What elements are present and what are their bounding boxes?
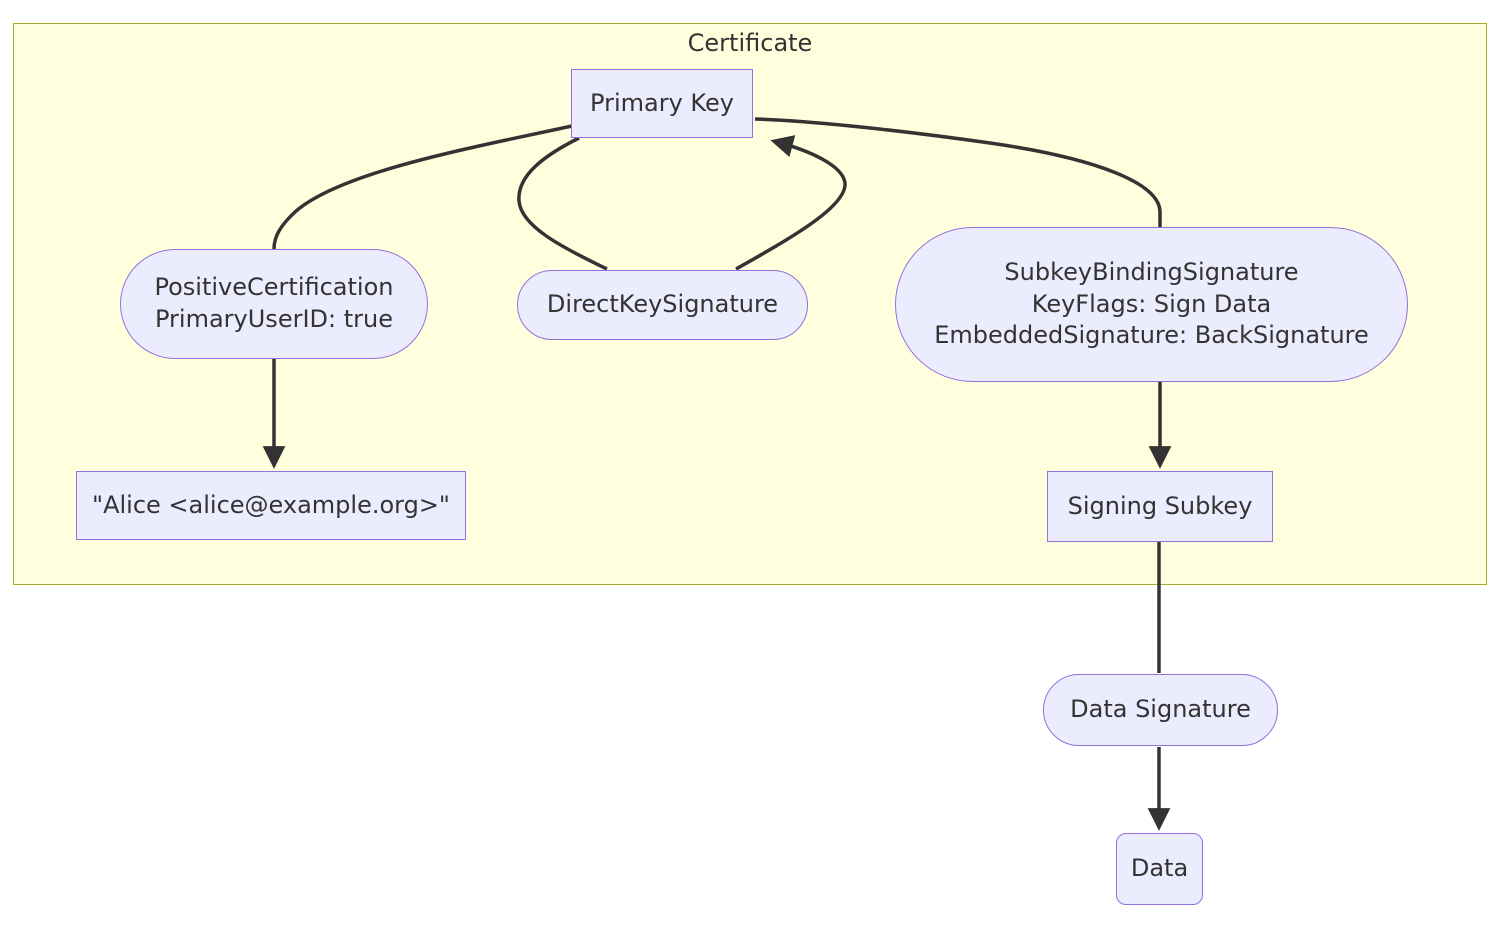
- node-positive-certification-line-1: PositiveCertification: [154, 273, 394, 302]
- node-data: Data: [1116, 833, 1203, 905]
- node-user-id: "Alice <alice@example.org>": [76, 471, 466, 540]
- node-primary-key: Primary Key: [571, 69, 753, 138]
- node-direct-key-signature: DirectKeySignature: [517, 270, 808, 340]
- node-positive-certification-line-2: PrimaryUserID: true: [155, 305, 393, 333]
- node-subkey-binding-signature: SubkeyBindingSignature KeyFlags: Sign Da…: [895, 227, 1408, 382]
- node-signing-subkey: Signing Subkey: [1047, 471, 1273, 542]
- node-user-id-label: "Alice <alice@example.org>": [92, 490, 450, 519]
- node-data-label: Data: [1130, 854, 1189, 883]
- node-signing-subkey-label: Signing Subkey: [1067, 491, 1253, 520]
- node-primary-key-label: Primary Key: [590, 88, 734, 117]
- node-positive-certification: PositiveCertification PrimaryUserID: tru…: [120, 249, 428, 359]
- node-subkey-binding-signature-line-1: SubkeyBindingSignature: [1004, 257, 1299, 286]
- edge-directkeysignature-to-primarykey: [735, 135, 847, 271]
- node-direct-key-signature-label: DirectKeySignature: [546, 290, 779, 319]
- node-data-signature: Data Signature: [1043, 674, 1278, 746]
- cluster-title: Certificate: [687, 29, 813, 57]
- edge-primarykey-to-positivecertification: [272, 124, 573, 250]
- node-subkey-binding-signature-line-2: KeyFlags: Sign Data: [1031, 289, 1272, 318]
- edge-subkeybindingsignature-to-primarykey: [754, 117, 1162, 227]
- edge-primarykey-to-directkeysignature: [517, 136, 608, 271]
- node-subkey-binding-signature-line-3: EmbeddedSignature: BackSignature: [934, 321, 1369, 350]
- node-data-signature-label: Data Signature: [1070, 695, 1251, 724]
